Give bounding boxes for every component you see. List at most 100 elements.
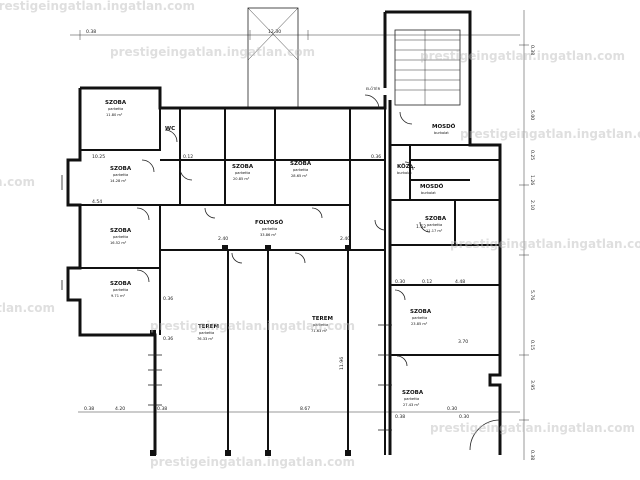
watermark-text: prestigeingatlan.ingatlan.com — [0, 0, 195, 13]
dim-bottom-5: 0.30 — [447, 406, 457, 412]
dim-inner-11: 0.36 — [163, 336, 173, 342]
room-area: 11.17 m² — [426, 229, 443, 233]
dim-right-7: 0.15 — [529, 340, 535, 350]
room-name: MOSDÓ — [420, 183, 444, 190]
watermark-text: prestigeingatlan.ingatlan.com — [430, 421, 635, 435]
windows — [61, 175, 392, 431]
dim-inner-14: 0.38 — [395, 414, 405, 420]
room-floor: parketta — [313, 323, 328, 327]
dim-bottom-1: 0.38 — [84, 406, 94, 412]
room-name: SZOBA — [425, 216, 447, 222]
room-szoba-6: SZOBA parketta 28.65 m² — [290, 161, 312, 178]
dim-right-1: 0.38 — [529, 45, 535, 55]
door-swings — [136, 94, 501, 451]
watermark-text: prestigeingatlan.ingatlan.com — [460, 127, 640, 141]
dim-right-4: 1.26 — [529, 175, 535, 185]
room-szoba-8: SZOBA parketta 23.85 m² — [410, 309, 432, 326]
room-name: SZOBA — [110, 228, 132, 234]
room-name: SZOBA — [402, 390, 424, 396]
room-floor: parketta — [404, 397, 419, 401]
room-szoba-4: SZOBA parketta 9.71 m² — [110, 281, 132, 298]
room-area: 16.52 m² — [110, 241, 127, 245]
room-szoba-1: SZOBA parketta 11.80 m² — [105, 100, 127, 117]
room-mosdo-1: MOSDÓ burkolat — [432, 123, 456, 135]
interior-walls — [80, 88, 500, 455]
room-szoba-5: SZOBA parketta 20.85 m² — [232, 164, 254, 181]
room-area: 28.65 m² — [291, 174, 308, 178]
room-area: 76.33 m² — [197, 337, 214, 341]
dim-inner-13: 1.52 — [416, 224, 426, 230]
dim-bottom-4: 8.67 — [300, 406, 310, 412]
room-floor: parketta — [108, 107, 123, 111]
room-name: WC — [165, 126, 175, 132]
dim-inner-10: 0.30 — [395, 279, 405, 285]
room-name: ELŐTÉR — [366, 86, 381, 91]
dimension-labels: 0.38 12.30 0.38 4.20 0.38 8.67 0.30 0.38… — [84, 29, 535, 460]
columns — [150, 245, 351, 456]
room-mosdo-2: MOSDÓ burkolat — [420, 183, 444, 195]
dim-right-3: 0.25 — [529, 150, 535, 160]
room-name: SZOBA — [232, 164, 254, 170]
room-szoba-3: SZOBA parketta 16.52 m² — [110, 228, 132, 245]
dim-top-2: 12.30 — [268, 29, 281, 35]
room-name: SZOBA — [110, 166, 132, 172]
room-area: 23.85 m² — [411, 322, 428, 326]
room-name: SZOBA — [290, 161, 312, 167]
room-area: 11.80 m² — [106, 113, 123, 117]
dim-inner-6: 2.40 — [340, 236, 350, 242]
dim-right-2: 5.00 — [529, 110, 535, 120]
room-floor: burkolat — [421, 191, 436, 195]
room-szoba-9: SZOBA parketta 27.43 m² — [402, 390, 424, 407]
dimension-lines — [70, 10, 529, 460]
dim-right-5: 2.10 — [529, 200, 535, 210]
room-area: 33.86 m² — [260, 233, 277, 237]
dim-inner-8: 0.12 — [422, 279, 432, 285]
room-name: SZOBA — [110, 281, 132, 287]
room-szoba-7: SZOBA parketta 11.17 m² — [425, 216, 447, 233]
room-labels: SZOBA parketta 11.80 m² WC SZOBA parkett… — [105, 86, 456, 407]
room-name: KÖZL. — [397, 163, 415, 170]
room-floor: parketta — [113, 288, 128, 292]
room-floor: parketta — [113, 235, 128, 239]
room-kozl: KÖZL. burkolat — [397, 163, 415, 175]
dim-inner-16: 0.30 — [459, 414, 469, 420]
room-floor: burkolat — [434, 131, 449, 135]
watermark-text: prestigeingatlan.ingatlan.com — [150, 455, 355, 469]
staircase — [394, 29, 461, 106]
room-folyoso: FOLYOSÓ parketta 33.86 m² — [255, 219, 284, 237]
room-floor: burkolat — [397, 171, 412, 175]
room-floor: parketta — [235, 171, 250, 175]
watermark-text: prestigeingatlan.ingatlan.com — [110, 45, 315, 59]
room-floor: parketta — [427, 223, 442, 227]
room-area: 9.71 m² — [111, 294, 126, 298]
dim-right-9: 0.38 — [529, 450, 535, 460]
watermark-text: prestigeingatlan.ingatlan.com — [420, 49, 625, 63]
room-szoba-2: SZOBA parketta 14.28 m² — [110, 166, 132, 183]
room-area: 20.85 m² — [233, 177, 250, 181]
dim-inner-4: 2.40 — [218, 236, 228, 242]
room-floor: parketta — [262, 227, 277, 231]
room-floor: parketta — [293, 168, 308, 172]
room-wc: WC — [165, 126, 175, 132]
room-terem-1: TEREM parketta 76.33 m² — [197, 324, 219, 341]
room-eloter: ELŐTÉR — [366, 86, 381, 91]
dim-bottom-2: 4.20 — [115, 406, 125, 412]
room-name: TEREM — [312, 316, 333, 322]
room-name: SZOBA — [410, 309, 432, 315]
dim-top-1: 0.38 — [86, 29, 96, 35]
room-floor: parketta — [199, 331, 214, 335]
dim-inner-7: 0.36 — [371, 154, 381, 160]
dim-inner-5: 0.12 — [183, 154, 193, 160]
room-terem-2: TEREM parketta 71.63 m² — [311, 316, 333, 333]
watermark-text: prestigeingatlan.ingatlan.com — [0, 301, 55, 315]
watermark-text: prestigeingatlan.ingatlan.com — [150, 319, 355, 333]
room-floor: parketta — [412, 316, 427, 320]
watermark-text: prestigeingatlan.ingatlan.com — [0, 175, 35, 189]
room-floor: parketta — [113, 173, 128, 177]
dim-right-8: 3.95 — [529, 380, 535, 390]
watermarks: prestigeingatlan.ingatlan.com prestigein… — [0, 0, 640, 469]
watermark-text: prestigeingatlan.ingatlan.com — [450, 237, 640, 251]
room-name: TEREM — [198, 324, 219, 330]
room-area: 27.43 m² — [403, 403, 420, 407]
